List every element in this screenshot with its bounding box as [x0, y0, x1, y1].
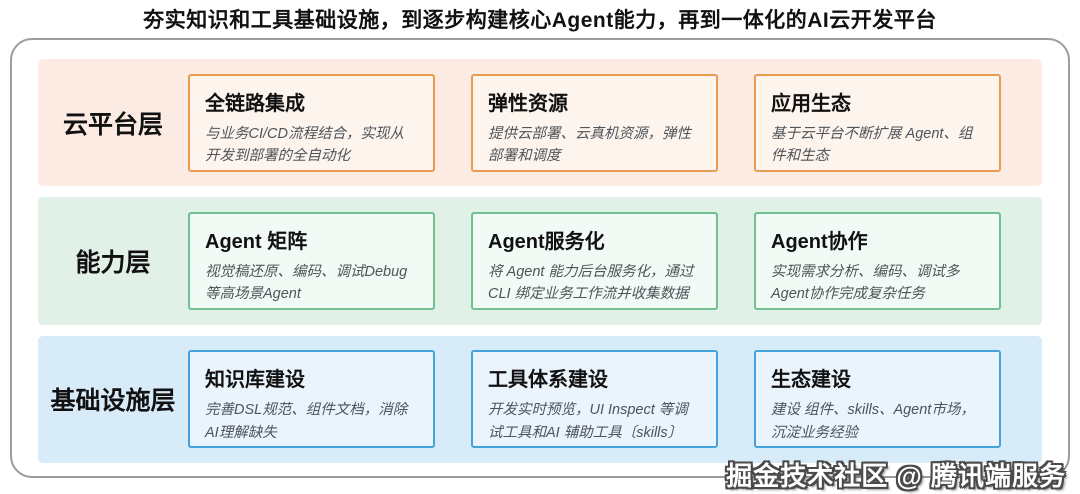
- layer-label-capability: 能力层: [75, 248, 151, 277]
- layer-infrastructure: 基础设施层 知识库建设 完善DSL规范、组件文档，消除AI理解缺失 工具体系建设…: [38, 335, 1042, 463]
- layer-label-cloud-platform: 云平台层: [62, 110, 163, 139]
- layer-label-infrastructure: 基础设施层: [50, 387, 176, 416]
- card-description: 与业务CI/CD流程结合，实现从开发到部署的全自动化: [205, 125, 404, 165]
- card-description: 提供云部署、云真机资源，弹性部署和调度: [488, 125, 691, 165]
- layer-capability: 能力层 Agent 矩阵 视觉稿还原、编码、调试Debug等高场景Agent A…: [38, 197, 1042, 325]
- card-title: 工具体系建设: [488, 369, 608, 392]
- card-title: 知识库建设: [205, 369, 305, 392]
- card-description: 基于云平台不断扩展 Agent、组件和生态: [771, 125, 973, 165]
- card-ecosystem-building: 生态建设 建设 组件、skills、Agent市场，沉淀业务经验: [754, 350, 1001, 449]
- card-title: 应用生态: [771, 92, 851, 115]
- page-title: 夯实知识和工具基础设施，到逐步构建核心Agent能力，再到一体化的AI云开发平台: [143, 9, 937, 32]
- card-title: Agent服务化: [488, 230, 605, 253]
- card-knowledge-base: 知识库建设 完善DSL规范、组件文档，消除AI理解缺失: [188, 350, 435, 449]
- card-agent-matrix: Agent 矩阵 视觉稿还原、编码、调试Debug等高场景Agent: [188, 211, 435, 310]
- capability-cards: Agent 矩阵 视觉稿还原、编码、调试Debug等高场景Agent Agent…: [188, 211, 1056, 310]
- card-tooling-system: 工具体系建设 开发实时预览，UI Inspect 等调试工具和AI 辅助工具〔s…: [471, 350, 718, 449]
- card-description: 视觉稿还原、编码、调试Debug等高场景Agent: [205, 263, 408, 303]
- watermark: 掘金技术社区 @ 腾讯端服务: [726, 461, 1066, 491]
- card-elastic-resources: 弹性资源 提供云部署、云真机资源，弹性部署和调度: [471, 73, 718, 172]
- card-agent-collaboration: Agent协作 实现需求分析、编码、调试多Agent协作完成复杂任务: [754, 211, 1001, 310]
- infrastructure-cards: 知识库建设 完善DSL规范、组件文档，消除AI理解缺失 工具体系建设 开发实时预…: [188, 350, 1056, 449]
- card-full-link-integration: 全链路集成 与业务CI/CD流程结合，实现从开发到部署的全自动化: [188, 73, 435, 172]
- layer-cloud-platform: 云平台层 全链路集成 与业务CI/CD流程结合，实现从开发到部署的全自动化 弹性…: [38, 59, 1042, 187]
- card-description: 将 Agent 能力后台服务化，通过 CLI 绑定业务工作流并收集数据: [488, 263, 694, 303]
- card-application-ecosystem: 应用生态 基于云平台不断扩展 Agent、组件和生态: [754, 73, 1001, 172]
- card-title: 全链路集成: [205, 92, 305, 115]
- card-title: 弹性资源: [488, 92, 568, 115]
- card-description: 完善DSL规范、组件文档，消除AI理解缺失: [205, 402, 408, 441]
- card-title: 生态建设: [771, 369, 851, 392]
- card-description: 开发实时预览，UI Inspect 等调试工具和AI 辅助工具〔skills〕: [488, 402, 688, 441]
- card-agent-as-service: Agent服务化 将 Agent 能力后台服务化，通过 CLI 绑定业务工作流并…: [471, 211, 718, 310]
- diagram-container: 云平台层 全链路集成 与业务CI/CD流程结合，实现从开发到部署的全自动化 弹性…: [10, 38, 1070, 478]
- card-title: Agent协作: [771, 230, 868, 253]
- card-description: 实现需求分析、编码、调试多Agent协作完成复杂任务: [771, 263, 960, 303]
- cloud-platform-cards: 全链路集成 与业务CI/CD流程结合，实现从开发到部署的全自动化 弹性资源 提供…: [188, 73, 1056, 172]
- card-title: Agent 矩阵: [205, 230, 308, 253]
- card-description: 建设 组件、skills、Agent市场，沉淀业务经验: [771, 402, 975, 441]
